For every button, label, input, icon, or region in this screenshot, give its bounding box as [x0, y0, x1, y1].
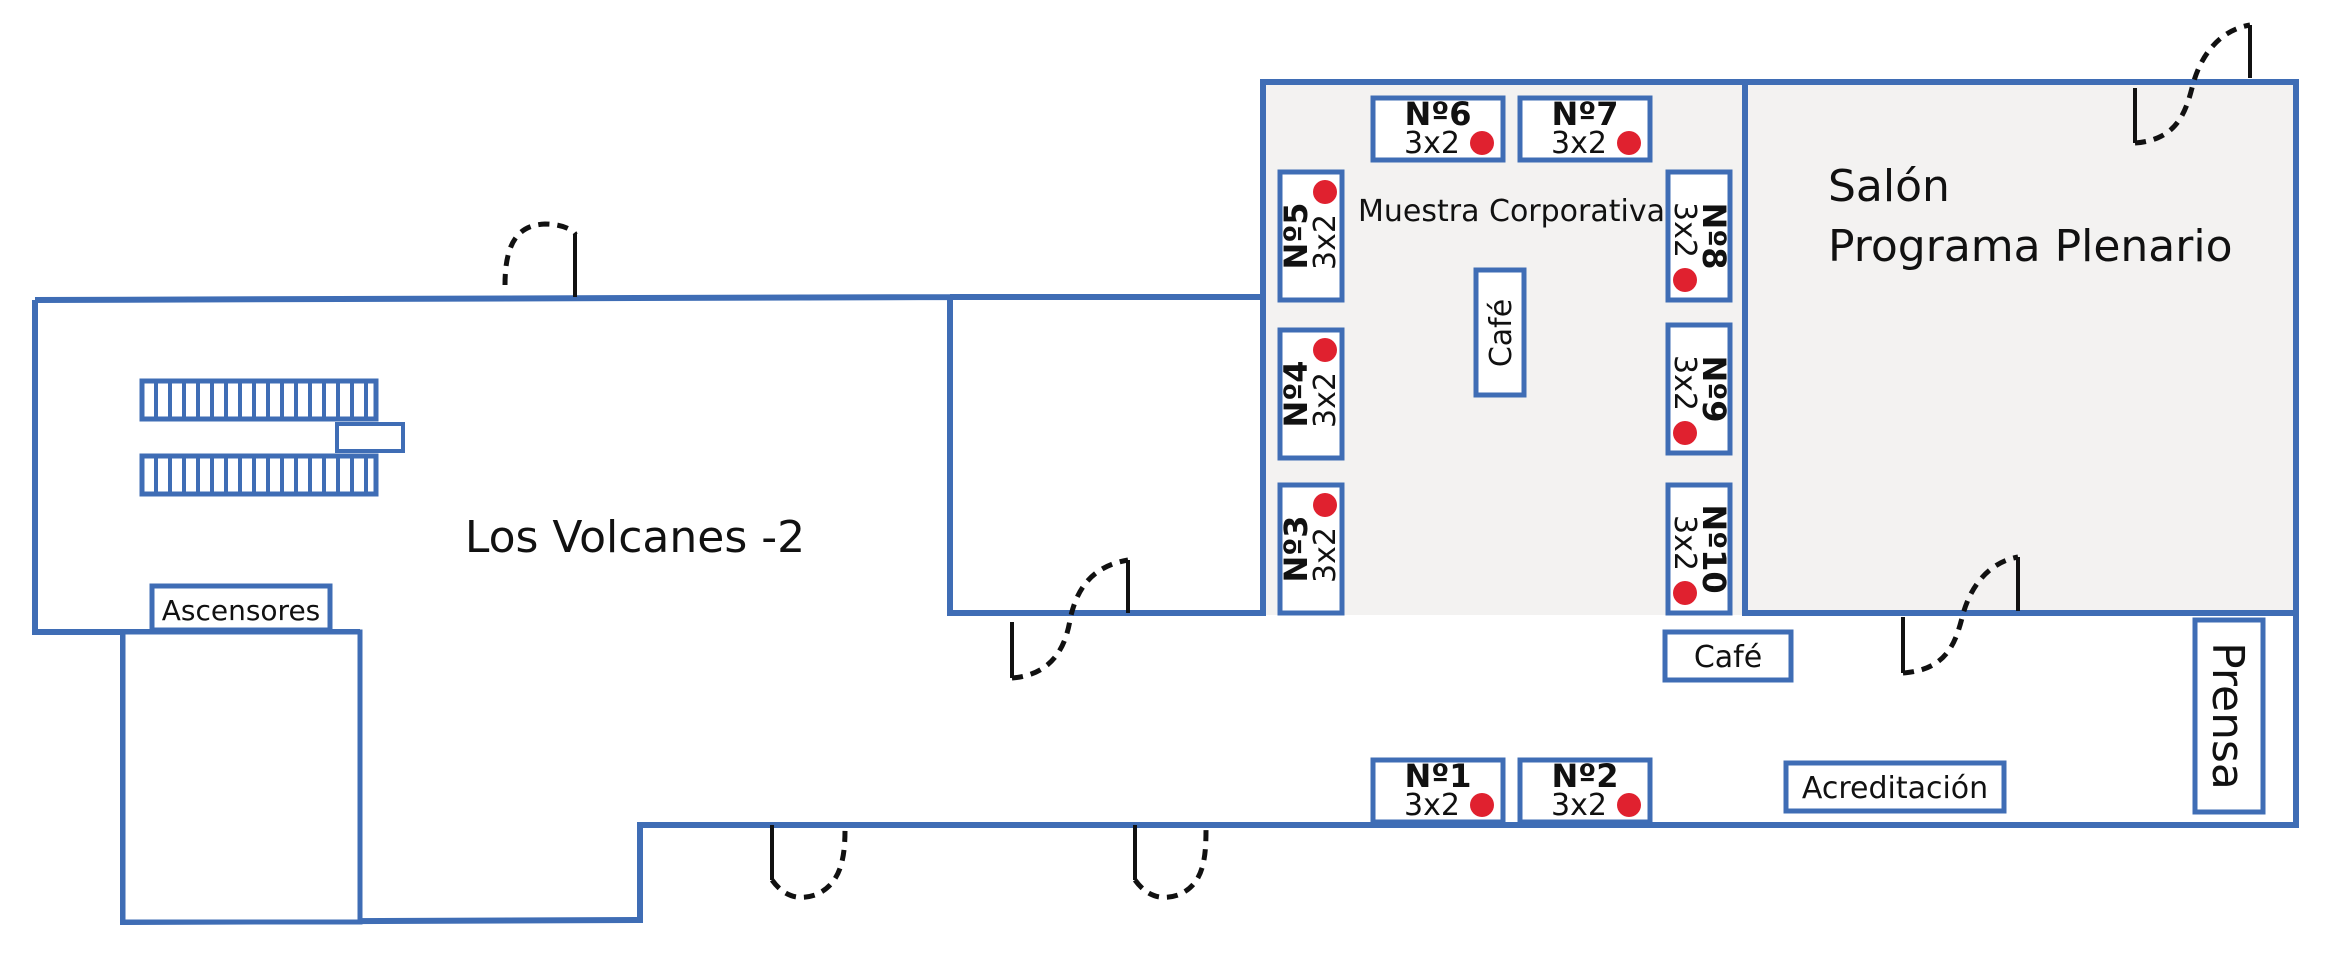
stand-marker-icon	[1313, 493, 1337, 517]
acreditacion-label: Acreditación	[1802, 771, 1988, 806]
door-icon	[502, 221, 578, 297]
stand-size: 3x2	[1667, 202, 1702, 258]
acreditacion-box	[1783, 760, 2007, 814]
prensa-label: Prensa	[2202, 642, 2253, 790]
cafe-outer-box	[1662, 629, 1794, 683]
stand-number: Nº2	[1551, 757, 1618, 795]
stand-number: Nº7	[1551, 95, 1618, 133]
stand-marker-icon	[1673, 421, 1697, 445]
door-icon	[1010, 557, 1130, 681]
stand-marker-icon	[1470, 793, 1494, 817]
stand-marker-icon	[1617, 793, 1641, 817]
salon-label-line2: Programa Plenario	[1828, 221, 2233, 272]
stand-marker-icon	[1313, 338, 1337, 362]
muestra-label: Muestra Corporativa	[1358, 194, 1665, 229]
stand-size: 3x2	[1308, 372, 1343, 428]
door-icon	[1901, 554, 2020, 676]
salon-label-line1: Salón	[1828, 161, 1950, 212]
stand-size: 3x2	[1308, 214, 1343, 270]
stand-number: Nº3	[1277, 515, 1315, 582]
door-icon	[769, 825, 848, 900]
elevator-shaft	[120, 629, 363, 925]
stairs-icon	[139, 378, 405, 497]
stand-number: Nº1	[1404, 757, 1471, 795]
stand-size: 3x2	[1404, 126, 1460, 161]
door-icon	[2133, 22, 2252, 146]
stand-marker-icon	[1673, 268, 1697, 292]
los-volcanes-label: Los Volcanes -2	[465, 512, 805, 563]
stand-marker-icon	[1673, 581, 1697, 605]
stand-marker-icon	[1313, 180, 1337, 204]
stand-marker-icon	[1617, 131, 1641, 155]
salon-room	[1742, 79, 2299, 616]
stand-size: 3x2	[1308, 527, 1343, 583]
prensa-box	[2192, 617, 2266, 815]
cafe-outer-label: Café	[1694, 640, 1762, 675]
stand-number: Nº5	[1277, 202, 1315, 269]
stand-size: 3x2	[1667, 355, 1702, 411]
stand-size: 3x2	[1551, 788, 1607, 823]
cafe-inner-label: Café	[1484, 299, 1519, 367]
stand-size: 3x2	[1404, 788, 1460, 823]
door-icon	[1132, 825, 1209, 900]
stand-number: Nº8	[1695, 202, 1733, 269]
stand-number: Nº9	[1695, 355, 1733, 422]
stand-number: Nº10	[1695, 504, 1733, 593]
stand-size: 3x2	[1551, 126, 1607, 161]
stand-number: Nº6	[1404, 95, 1471, 133]
stand-marker-icon	[1470, 131, 1494, 155]
ascensores-label: Ascensores	[162, 594, 321, 627]
stand-number: Nº4	[1277, 360, 1315, 427]
ascensores-label-box	[149, 583, 333, 633]
stand-box	[1370, 757, 1506, 825]
stand-box	[1517, 757, 1653, 825]
stand-size: 3x2	[1667, 515, 1702, 571]
stands-layer: Nº13x2Nº23x2Nº33x2Nº43x2Nº53x2Nº63x2Nº73…	[1277, 95, 1733, 825]
stand-box	[1665, 322, 1733, 456]
cafe-inner-box	[1473, 267, 1527, 398]
